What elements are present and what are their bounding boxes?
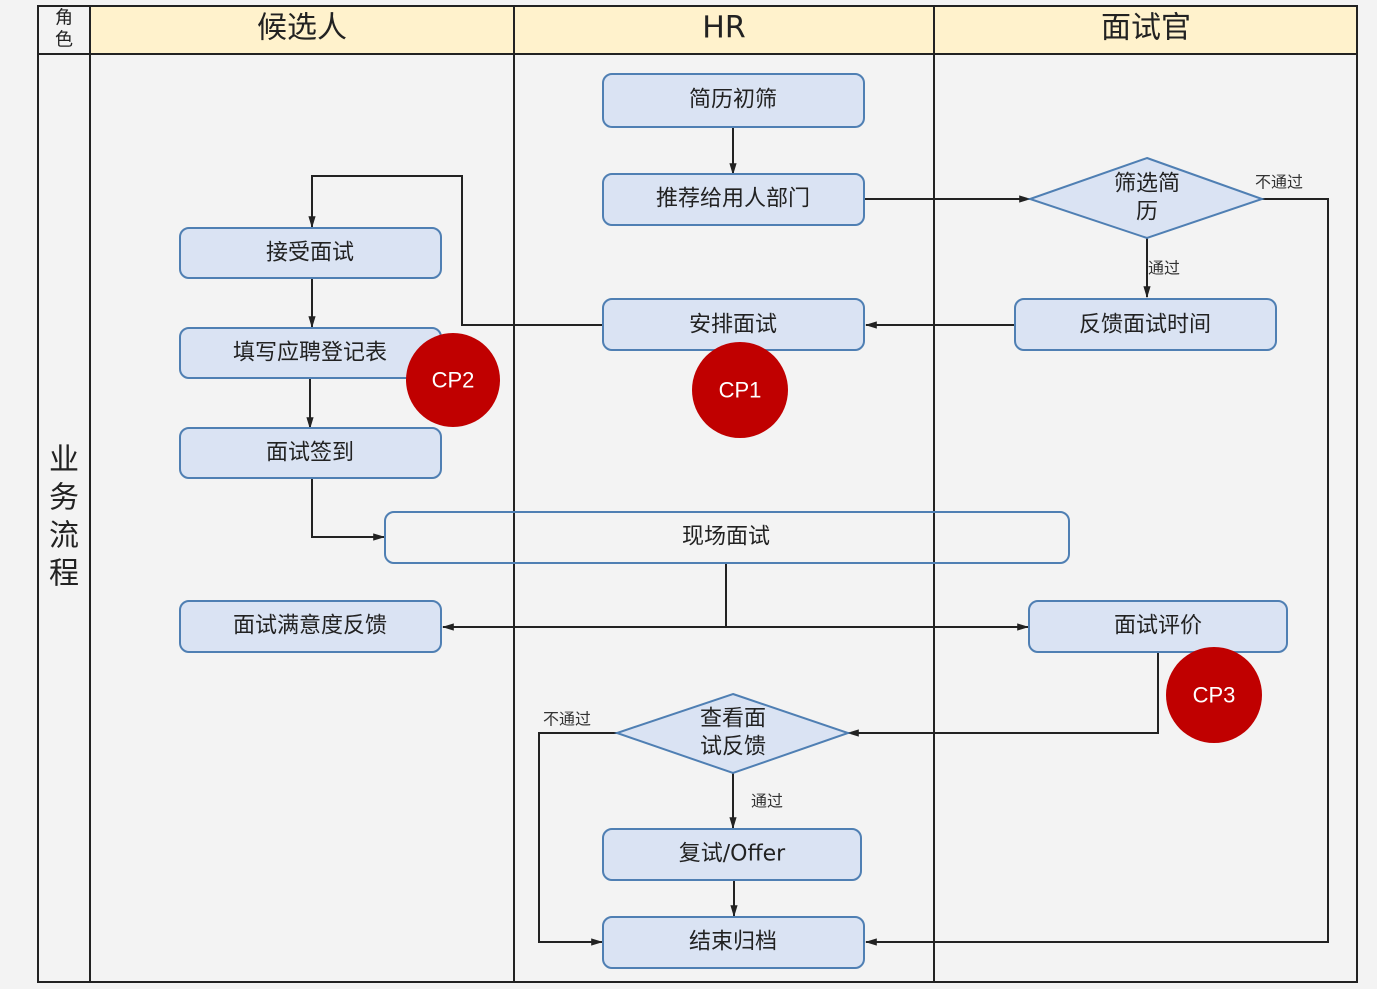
node-label: 安排面试 <box>689 313 777 338</box>
node-box <box>179 600 442 653</box>
role-header-char-2: 色 <box>55 30 73 51</box>
decision-diamond <box>613 692 852 775</box>
edge-signin-to-onsite <box>311 478 386 541</box>
node-box <box>179 227 442 279</box>
node-label: 接受面试 <box>266 241 354 266</box>
node-label: 现场面试 <box>682 525 770 550</box>
label-view-pass: 通过 <box>751 792 783 811</box>
role-header-char-1: 角 <box>55 8 73 29</box>
decision-label-line-1: 筛选简 <box>1114 172 1180 197</box>
checkpoint-cp1[interactable]: CP1 <box>692 342 788 438</box>
node-interview-evaluation[interactable]: 面试评价 <box>1028 600 1288 653</box>
process-label-char-4: 程 <box>49 557 79 592</box>
node-accept-interview[interactable]: 接受面试 <box>179 227 442 279</box>
checkpoint-badge <box>406 333 500 427</box>
node-fill-form[interactable]: 填写应聘登记表 <box>179 327 442 379</box>
label-view-fail: 不通过 <box>543 710 591 729</box>
edge-arrange-to-accept <box>308 175 603 326</box>
edge-view-fail <box>538 732 617 946</box>
lane-header-band <box>90 6 1357 54</box>
table-border <box>37 5 1358 983</box>
node-box <box>602 73 865 128</box>
lane-header-hr: HR <box>702 11 745 46</box>
node-label: 面试满意度反馈 <box>233 614 387 639</box>
node-end-archive[interactable]: 结束归档 <box>602 916 865 969</box>
node-label: 填写应聘登记表 <box>233 341 387 366</box>
checkpoint-badge <box>1166 647 1262 743</box>
checkpoint-badge <box>692 342 788 438</box>
edge-labels: 不通过 通过 不通过 通过 <box>543 173 1303 811</box>
checkpoint-cp2[interactable]: CP2 <box>406 333 500 427</box>
checkpoint-cp3[interactable]: CP3 <box>1166 647 1262 743</box>
node-resume-screen[interactable]: 简历初筛 <box>602 73 865 128</box>
swimlane-table: 角 色 候选人 HR 面试官 业 务 流 程 <box>37 5 1358 983</box>
label-filter-fail: 不通过 <box>1255 173 1303 192</box>
decision-label-line-2: 历 <box>1136 200 1158 225</box>
node-reinterview-offer[interactable]: 复试/Offer <box>602 828 862 881</box>
edge-evaluation-to-view <box>846 652 1159 737</box>
decision-view-feedback[interactable]: 查看面 试反馈 <box>613 692 852 775</box>
node-label: 面试签到 <box>266 441 354 466</box>
decision-label-line-1: 查看面 <box>700 707 766 732</box>
node-box <box>1014 298 1277 351</box>
process-label-char-2: 务 <box>49 481 79 516</box>
decision-filter-resume[interactable]: 筛选简 历 <box>1026 156 1266 240</box>
node-onsite-interview[interactable]: 现场面试 <box>384 511 1070 564</box>
node-box <box>602 173 865 226</box>
node-arrange-interview[interactable]: 安排面试 <box>602 298 865 351</box>
node-label: 面试评价 <box>1114 614 1202 639</box>
node-satisfaction-feedback[interactable]: 面试满意度反馈 <box>179 600 442 653</box>
decision-diamond <box>1026 156 1266 240</box>
node-box <box>384 511 1070 564</box>
connectors <box>306 127 1329 946</box>
node-label: 简历初筛 <box>689 88 777 113</box>
node-recommend-dept[interactable]: 推荐给用人部门 <box>602 173 865 226</box>
node-box <box>602 828 862 881</box>
lane-header-candidate: 候选人 <box>257 11 347 46</box>
checkpoints: CP2 CP1 CP3 <box>406 333 1262 743</box>
checkpoint-label: CP3 <box>1193 683 1236 708</box>
nodes: 简历初筛 推荐给用人部门 筛选简 历 反馈面试时间 安排面试 接受面试 填写应聘… <box>179 73 1288 969</box>
node-label: 复试/Offer <box>679 842 786 867</box>
lane-header-interviewer: 面试官 <box>1101 11 1191 46</box>
node-label: 反馈面试时间 <box>1079 313 1211 338</box>
edge-filter-fail <box>864 198 1329 946</box>
node-label: 结束归档 <box>689 930 777 955</box>
label-filter-pass: 通过 <box>1148 259 1180 278</box>
node-feedback-time[interactable]: 反馈面试时间 <box>1014 298 1277 351</box>
node-box <box>602 916 865 969</box>
node-box <box>1028 600 1288 653</box>
checkpoint-label: CP2 <box>432 368 475 393</box>
node-interview-signin[interactable]: 面试签到 <box>179 427 442 479</box>
decision-label-line-2: 试反馈 <box>700 735 766 760</box>
checkpoint-label: CP1 <box>719 378 762 403</box>
process-label-char-3: 流 <box>49 519 79 554</box>
node-box <box>179 427 442 479</box>
node-label: 推荐给用人部门 <box>656 187 810 212</box>
process-label-char-1: 业 <box>49 443 79 478</box>
